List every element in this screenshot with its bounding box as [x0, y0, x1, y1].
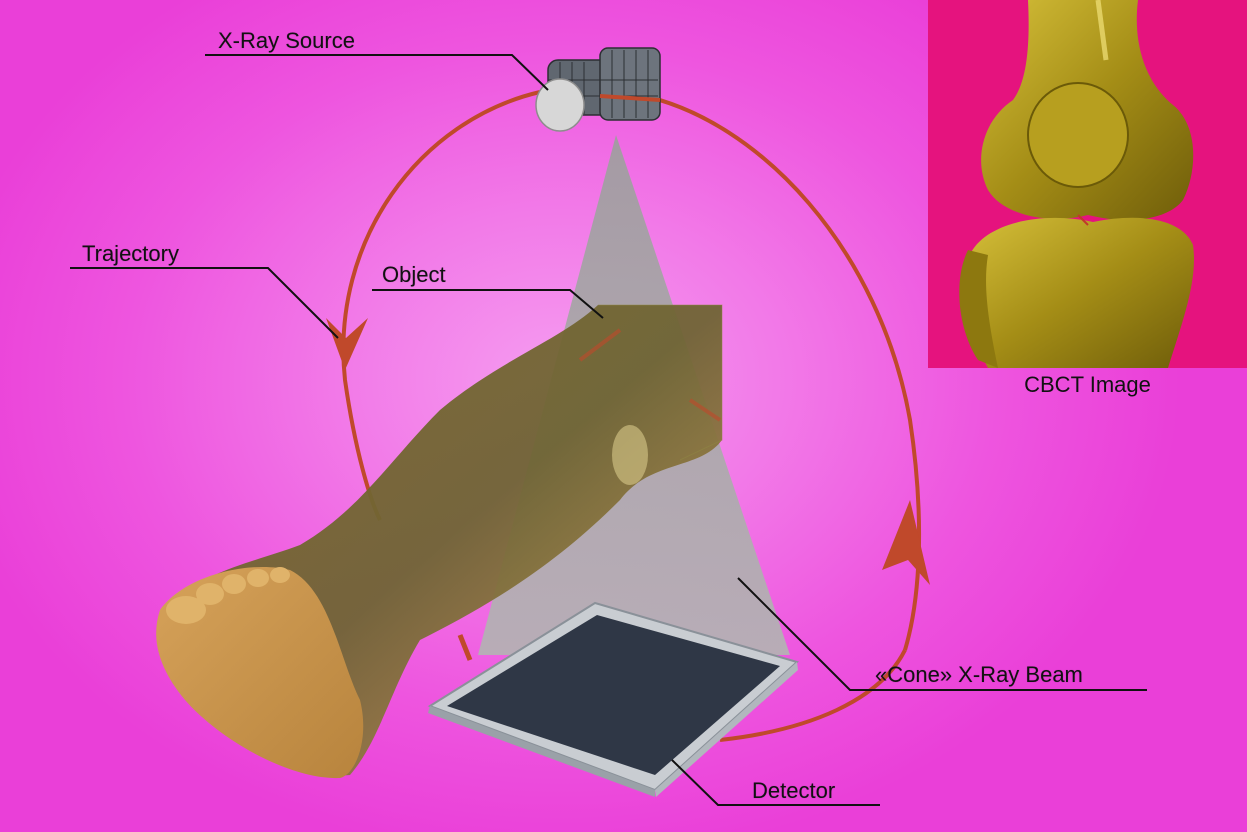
label-trajectory: Trajectory — [82, 241, 179, 267]
cbct-image-panel — [928, 0, 1247, 368]
xray-tube-icon — [536, 48, 660, 131]
cbct-image-caption: CBCT Image — [928, 372, 1247, 398]
label-object: Object — [382, 262, 446, 288]
trajectory-arrow-right — [882, 500, 930, 585]
leader-object — [372, 290, 603, 318]
label-xray-source: X-Ray Source — [218, 28, 355, 54]
label-cone-beam: «Cone» X-Ray Beam — [875, 662, 1083, 688]
trajectory-arrow-left — [326, 318, 368, 370]
knee-bone-icon — [928, 0, 1247, 368]
leader-xray-source — [205, 55, 548, 90]
label-detector: Detector — [752, 778, 835, 804]
leader-trajectory — [70, 268, 338, 338]
